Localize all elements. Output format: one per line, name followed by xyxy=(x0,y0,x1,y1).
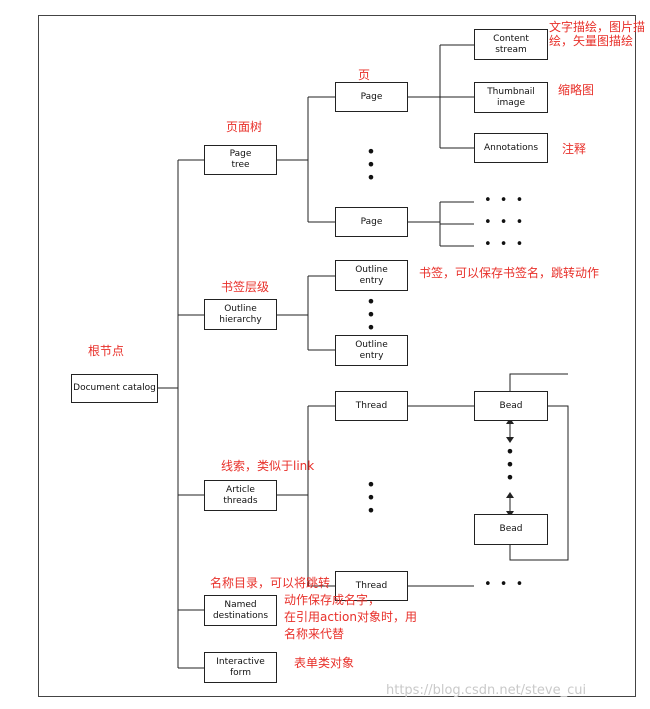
page-node: Page xyxy=(335,207,408,237)
horizontal-ellipsis: • • • xyxy=(484,237,526,252)
named-destinations-note: 名称目录，可以将跳转 xyxy=(210,576,331,590)
document-catalog-node: Document catalog xyxy=(71,374,158,403)
thread-node: Thread xyxy=(335,571,408,601)
outline-note: 书签层级 xyxy=(221,280,270,294)
vertical-ellipsis: • • • xyxy=(366,292,376,337)
content-stream-note: 文字描绘，图片描绘，矢量图描绘 xyxy=(549,20,646,48)
horizontal-ellipsis: • • • xyxy=(484,577,526,592)
vertical-ellipsis: • • • xyxy=(366,475,376,520)
named-destinations-node: Named destinations xyxy=(204,595,277,626)
horizontal-ellipsis: • • • xyxy=(484,215,526,230)
threads-note: 线索，类似于link xyxy=(221,459,315,473)
bead-node: Bead xyxy=(474,391,548,421)
arrowhead xyxy=(506,437,514,443)
connector xyxy=(509,405,569,561)
content-stream-node: Content stream xyxy=(474,29,548,60)
page-note: 页 xyxy=(358,68,371,82)
watermark: https://blog.csdn.net/steve_cui xyxy=(386,683,587,698)
connector xyxy=(509,373,568,392)
thumbnail-note: 缩略图 xyxy=(558,83,595,97)
arrowhead xyxy=(506,418,514,424)
page-tree-note: 页面树 xyxy=(226,120,263,134)
bead-node: Bead xyxy=(474,514,548,545)
annotations-node: Annotations xyxy=(474,133,548,163)
named-destinations-note: 名称来代替 xyxy=(284,627,345,641)
outline-entry-note: 书签，可以保存书签名，跳转动作 xyxy=(419,266,600,280)
annotations-note: 注释 xyxy=(562,142,587,156)
vertical-ellipsis: • • • xyxy=(366,142,376,187)
vertical-ellipsis: • • • xyxy=(505,442,515,487)
form-note: 表单类对象 xyxy=(294,656,355,670)
named-destinations-note: 在引用action对象时，用 xyxy=(284,610,417,624)
root-note: 根节点 xyxy=(88,344,125,358)
page-node: Page xyxy=(335,82,408,112)
horizontal-ellipsis: • • • xyxy=(484,193,526,208)
thumbnail-image-node: Thumbnail image xyxy=(474,82,548,113)
diagram-frame xyxy=(38,15,636,697)
thread-node: Thread xyxy=(335,391,408,421)
arrowhead xyxy=(506,492,514,498)
article-threads-node: Article threads xyxy=(204,480,277,511)
outline-entry-node: Outline entry xyxy=(335,260,408,291)
named-destinations-note: 动作保存成名字， xyxy=(284,593,381,607)
page-tree-node: Page tree xyxy=(204,145,277,175)
outline-hierarchy-node: Outline hierarchy xyxy=(204,299,277,330)
interactive-form-node: Interactive form xyxy=(204,652,277,683)
outline-entry-node: Outline entry xyxy=(335,335,408,366)
